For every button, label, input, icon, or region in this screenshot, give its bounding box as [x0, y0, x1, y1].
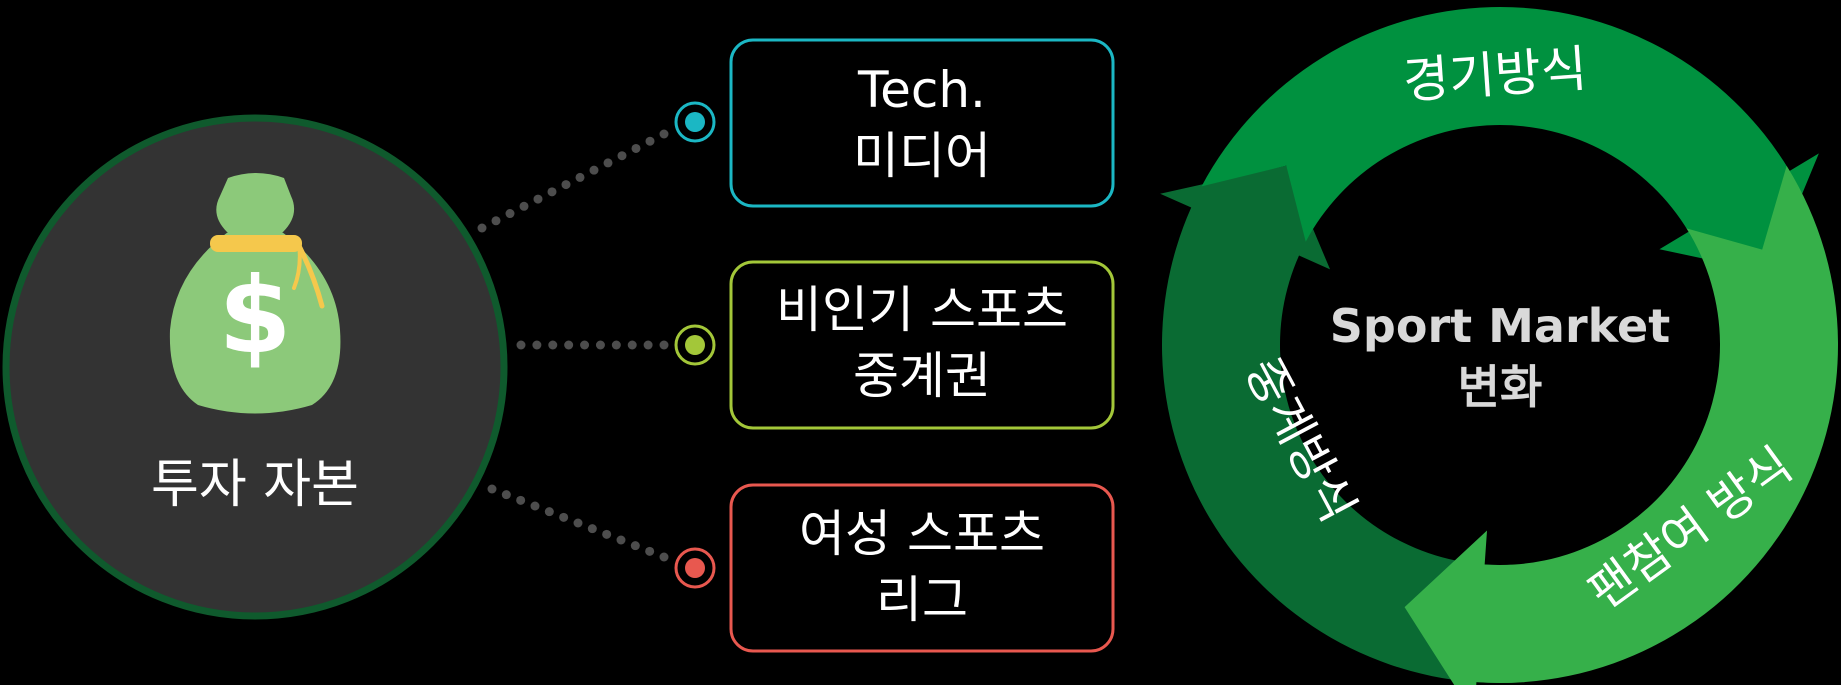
- connector-dot: [544, 507, 554, 517]
- connector-dot: [602, 529, 612, 539]
- connector-dot: [659, 340, 669, 350]
- endpoint-tech-media: [674, 101, 716, 143]
- connector-dot: [561, 180, 571, 190]
- connector-dot: [547, 187, 557, 197]
- connector-dot: [611, 340, 621, 350]
- connector-middle: [516, 340, 669, 350]
- cycle-center-line1: Sport Market: [1330, 299, 1670, 353]
- connector-dot: [580, 340, 590, 350]
- connector-dot: [501, 490, 511, 500]
- connector-dot: [645, 136, 655, 146]
- connector-dot: [587, 524, 597, 534]
- connector-dot: [532, 340, 542, 350]
- connector-dot: [595, 340, 605, 350]
- connector-dot: [603, 158, 613, 168]
- money-bag-icon: $: [169, 173, 341, 414]
- connector-dot: [575, 172, 585, 182]
- connector-dot: [487, 484, 497, 494]
- cycle-segment-fan-participation: [1404, 165, 1838, 685]
- box-tech-media-line2: 미디어: [853, 127, 991, 185]
- box-women-sports-line1: 여성 스포츠: [799, 505, 1045, 563]
- connector-dot: [573, 518, 583, 528]
- box-tech-media: Tech. 미디어: [729, 38, 1115, 208]
- connector-dot: [631, 143, 641, 153]
- connector-dot: [533, 194, 543, 204]
- connector-dot: [564, 340, 574, 350]
- cycle-segment-game-method: [1201, 6, 1819, 273]
- endpoint-unpopular-sports: [674, 324, 716, 366]
- connector-dot: [516, 495, 526, 505]
- cycle-label-game-method: 경기방식: [1401, 40, 1589, 111]
- box-unpopular-sports: 비인기 스포츠 중계권: [729, 260, 1115, 430]
- connector-dot: [616, 535, 626, 545]
- box-women-sports: 여성 스포츠 리그: [729, 483, 1115, 653]
- connector-dot: [548, 340, 558, 350]
- svg-text:$: $: [218, 255, 291, 377]
- connector-top: [477, 129, 669, 233]
- connector-bottom: [487, 484, 669, 562]
- connector-dot: [659, 552, 669, 562]
- investment-label: 투자 자본: [151, 455, 359, 515]
- cycle-diagram: 경기방식 팬참여 방식 중계방식 Sport Market 변화: [1160, 6, 1838, 685]
- connector-dot: [627, 340, 637, 350]
- connector-dot: [559, 512, 569, 522]
- connector-dot: [589, 165, 599, 175]
- box-unpopular-sports-line1: 비인기 스포츠: [776, 281, 1068, 339]
- box-unpopular-sports-line2: 중계권: [853, 347, 991, 405]
- investment-node: $ 투자 자본: [2, 114, 508, 620]
- box-women-sports-line2: 리그: [876, 571, 968, 629]
- connector-dot: [491, 216, 501, 226]
- connector-dot: [630, 541, 640, 551]
- box-tech-media-line1: Tech.: [857, 61, 986, 119]
- connectors: [477, 129, 669, 562]
- connector-dot: [516, 340, 526, 350]
- connector-dot: [477, 223, 487, 233]
- cycle-center-line2: 변화: [1458, 360, 1543, 414]
- connector-dot: [505, 209, 515, 219]
- cycle-segment-broadcast-method: [1160, 165, 1518, 684]
- connector-dot: [519, 201, 529, 211]
- endpoint-women-sports: [674, 547, 716, 589]
- connector-dot: [643, 340, 653, 350]
- connector-dot: [617, 151, 627, 161]
- connector-dot: [659, 129, 669, 139]
- connector-dot: [645, 546, 655, 556]
- connector-dot: [530, 501, 540, 511]
